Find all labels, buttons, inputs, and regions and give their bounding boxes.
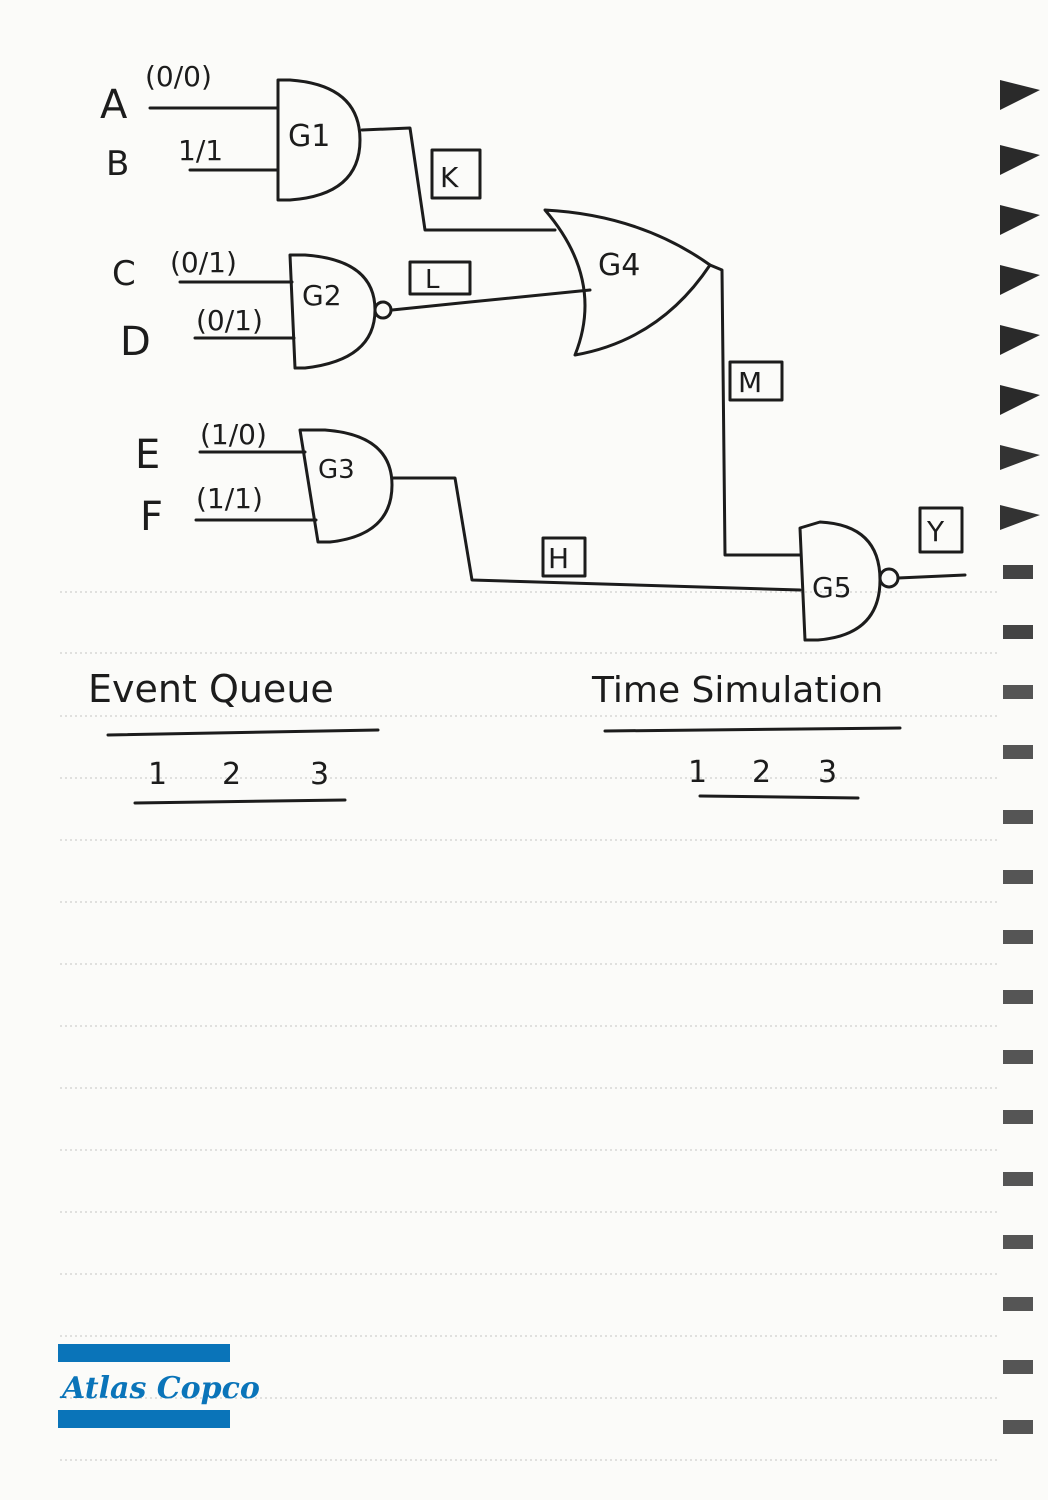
input-label-c: C [112, 254, 136, 294]
time-simulation-cols-underline [698, 794, 860, 800]
input-value-f: (1/1) [196, 482, 263, 515]
signal-label-y: Y [926, 515, 945, 548]
signal-box-k [430, 148, 482, 200]
logo-bar-bottom [58, 1410, 230, 1428]
gate-label-g2: G2 [302, 279, 342, 312]
gate-label-g4: G4 [598, 248, 640, 283]
atlas-copco-logo: Atlas Copco [58, 1344, 260, 1428]
gate-label-g3: G3 [318, 455, 355, 485]
gate-g3-and [298, 428, 394, 544]
gate-g4-or [543, 208, 712, 357]
wire-h [391, 476, 802, 592]
time-simulation-title: Time Simulation [591, 670, 883, 711]
input-value-e: (1/0) [200, 418, 267, 451]
signal-box-y [918, 506, 964, 554]
input-value-a: (0/0) [145, 60, 212, 93]
gate-g1-and [276, 78, 362, 202]
gate-g5-bubble [878, 567, 900, 589]
logo-text: Atlas Copco [59, 1371, 260, 1406]
wire-y [896, 573, 967, 580]
signal-box-h [541, 536, 587, 578]
time-simulation-col-2: 2 [752, 755, 771, 790]
signal-label-l: L [425, 265, 440, 295]
event-queue-cols-underline [133, 798, 347, 805]
signal-label-m: M [738, 366, 762, 399]
spiral-binding [1000, 80, 1040, 1434]
input-value-c: (0/1) [170, 246, 237, 279]
gate-label-g1: G1 [288, 119, 330, 154]
wire-l [390, 288, 592, 312]
signal-box-l [408, 260, 472, 296]
input-label-d: D [120, 319, 151, 365]
gate-g2-bubble [373, 300, 393, 320]
ruled-lines [60, 591, 1000, 1461]
event-queue-col-3: 3 [310, 757, 329, 792]
input-label-e: E [135, 432, 160, 478]
logo-bar-top [58, 1344, 230, 1362]
signal-label-k: K [440, 161, 459, 194]
input-label-b: B [106, 144, 129, 184]
time-simulation-col-3: 3 [818, 755, 837, 790]
event-queue-title-underline [106, 728, 380, 737]
event-queue-col-1: 1 [148, 757, 167, 792]
wire-k [360, 126, 557, 232]
input-label-a: A [100, 82, 128, 128]
event-queue-col-2: 2 [222, 757, 241, 792]
input-label-f: F [140, 494, 163, 540]
time-simulation-col-1: 1 [688, 755, 707, 790]
input-value-b: 1/1 [178, 134, 223, 167]
event-queue-title: Event Queue [88, 667, 334, 711]
wire-m [708, 263, 802, 557]
gate-label-g5: G5 [812, 571, 852, 604]
time-simulation-title-underline [603, 726, 902, 733]
signal-box-m [728, 360, 784, 402]
input-value-d: (0/1) [196, 304, 263, 337]
signal-label-h: H [548, 542, 569, 575]
